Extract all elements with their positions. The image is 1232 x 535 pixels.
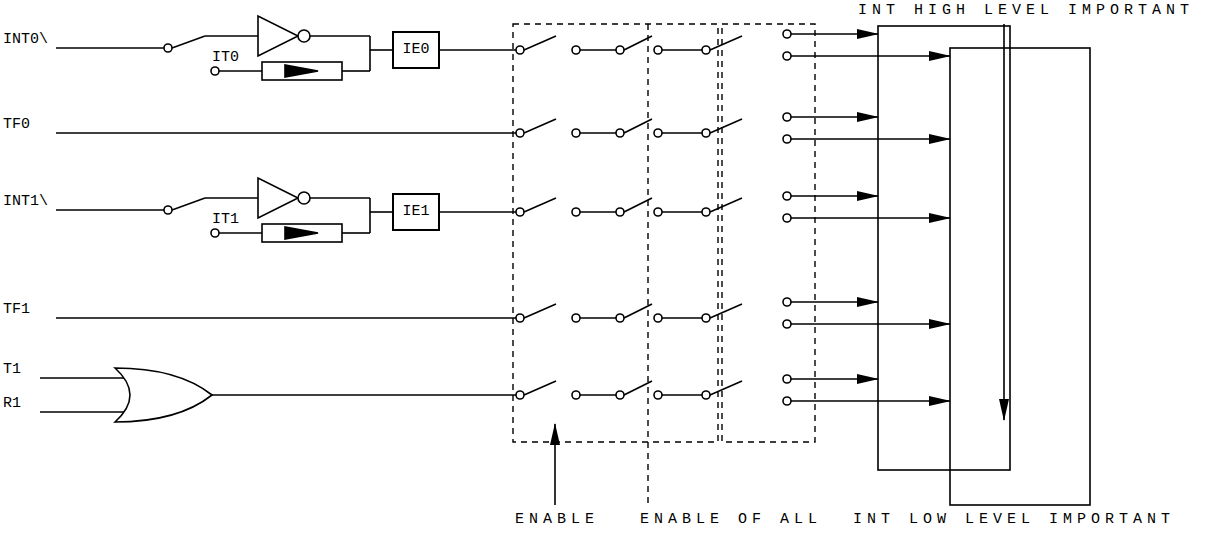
signal-name: INT1\ [3,194,48,210]
flag-name: IE0 [402,42,429,58]
signal-name: R1 [3,396,21,412]
title-label: INT HIGH LEVEL IMPORTANT [858,3,1194,19]
group-label: ENABLE OF ALL [640,512,822,528]
int0-gate [56,16,392,80]
flag-box: IE1 [392,193,440,231]
group-label: ENABLE [515,512,599,528]
signal-name: TF1 [3,302,30,318]
control-bit: IT0 [212,50,239,66]
enable-groups [513,24,815,505]
signal-name: T1 [3,362,21,378]
wires [40,50,516,422]
signal-name: TF0 [3,117,30,133]
group-label: INT LOW LEVEL IMPORTANT [853,512,1175,528]
flag-box: IE0 [392,31,440,69]
signal-name: INT0\ [3,32,48,48]
control-bit: IT1 [212,212,239,228]
int1-gate [56,178,392,242]
priority-boxes [555,24,1090,505]
flag-name: IE1 [402,204,429,220]
